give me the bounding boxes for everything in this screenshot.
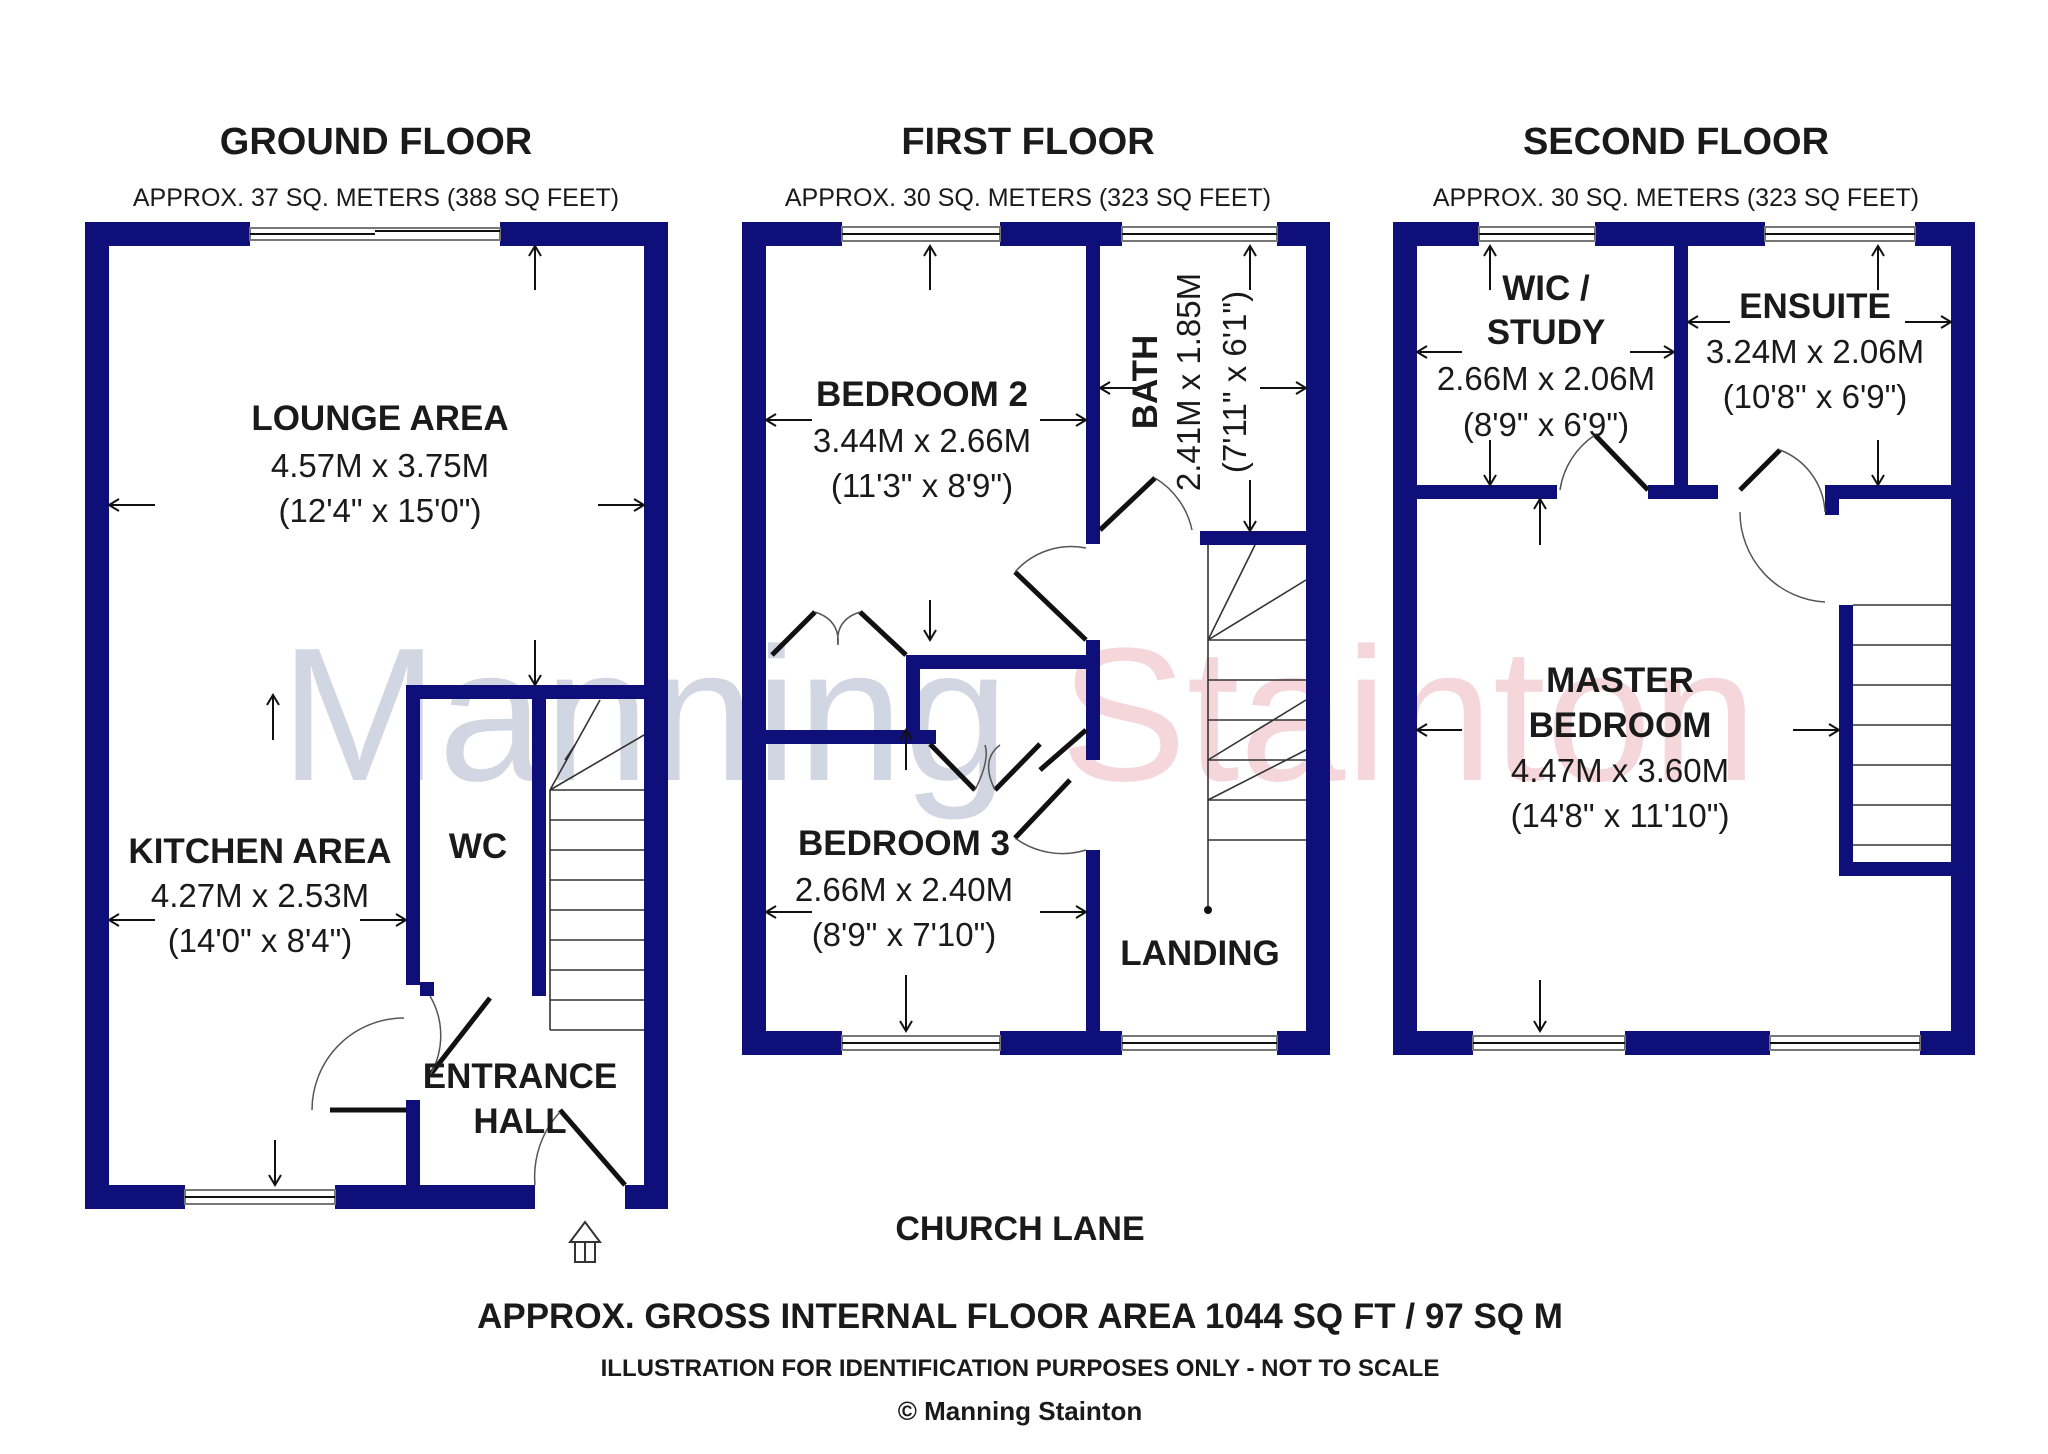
wic-imperial: (8'9" x 6'9") (1463, 406, 1629, 443)
kitchen-metric: 4.27M x 2.53M (151, 877, 369, 914)
master-imperial: (14'8" x 11'10") (1511, 797, 1730, 834)
master-name-1: MASTER (1546, 661, 1694, 700)
first-floor-area: APPROX. 30 SQ. METERS (323 SQ FEET) (785, 184, 1271, 212)
bedroom2-name: BEDROOM 2 (816, 375, 1028, 414)
first-floor-plan: BEDROOM 2 3.44M x 2.66M (11'3" x 8'9") B… (742, 222, 1330, 1055)
gross-area: APPROX. GROSS INTERNAL FLOOR AREA 1044 S… (477, 1297, 1563, 1336)
bedroom3-name: BEDROOM 3 (798, 824, 1010, 863)
entrance-arrow-icon (568, 1220, 602, 1263)
bedroom3-metric: 2.66M x 2.40M (795, 871, 1013, 908)
entrance-name-1: ENTRANCE (423, 1057, 617, 1096)
kitchen-imperial: (14'0" x 8'4") (168, 922, 353, 959)
ground-floor-title: GROUND FLOOR (220, 121, 532, 163)
lounge-imperial: (12'4" x 15'0") (279, 492, 482, 529)
entrance-name-2: HALL (473, 1102, 566, 1141)
bath-name: BATH (1126, 335, 1165, 430)
second-floor-area: APPROX. 30 SQ. METERS (323 SQ FEET) (1433, 184, 1919, 212)
ensuite-imperial: (10'8" x 6'9") (1723, 378, 1908, 415)
street-label: CHURCH LANE (895, 1210, 1144, 1248)
wic-name-2: STUDY (1487, 313, 1606, 352)
bath-metric: 2.41M x 1.85M (1170, 273, 1207, 491)
ensuite-name: ENSUITE (1739, 287, 1891, 326)
wc-name: WC (449, 827, 507, 866)
bath-imperial: (7'11" x 6'1") (1216, 291, 1253, 473)
second-floor-plan: WIC / STUDY 2.66M x 2.06M (8'9" x 6'9") … (1393, 222, 1975, 1055)
disclaimer: ILLUSTRATION FOR IDENTIFICATION PURPOSES… (601, 1355, 1440, 1382)
second-floor-title: SECOND FLOOR (1523, 121, 1829, 163)
bedroom2-metric: 3.44M x 2.66M (813, 422, 1031, 459)
lounge-metric: 4.57M x 3.75M (271, 447, 489, 484)
master-name-2: BEDROOM (1529, 706, 1712, 745)
first-floor-title: FIRST FLOOR (901, 121, 1154, 163)
kitchen-name: KITCHEN AREA (128, 832, 391, 871)
bedroom2-imperial: (11'3" x 8'9") (831, 467, 1013, 504)
landing-name: LANDING (1120, 934, 1279, 973)
copyright: © Manning Stainton (898, 1396, 1142, 1426)
master-metric: 4.47M x 3.60M (1511, 752, 1729, 789)
bedroom3-imperial: (8'9" x 7'10") (812, 916, 997, 953)
ground-floor-plan: LOUNGE AREA 4.57M x 3.75M (12'4" x 15'0"… (85, 222, 668, 1263)
lounge-name: LOUNGE AREA (251, 399, 508, 438)
wic-metric: 2.66M x 2.06M (1437, 360, 1655, 397)
wic-name-1: WIC / (1502, 269, 1590, 308)
ground-floor-area: APPROX. 37 SQ. METERS (388 SQ FEET) (133, 184, 619, 212)
ensuite-metric: 3.24M x 2.06M (1706, 333, 1924, 370)
